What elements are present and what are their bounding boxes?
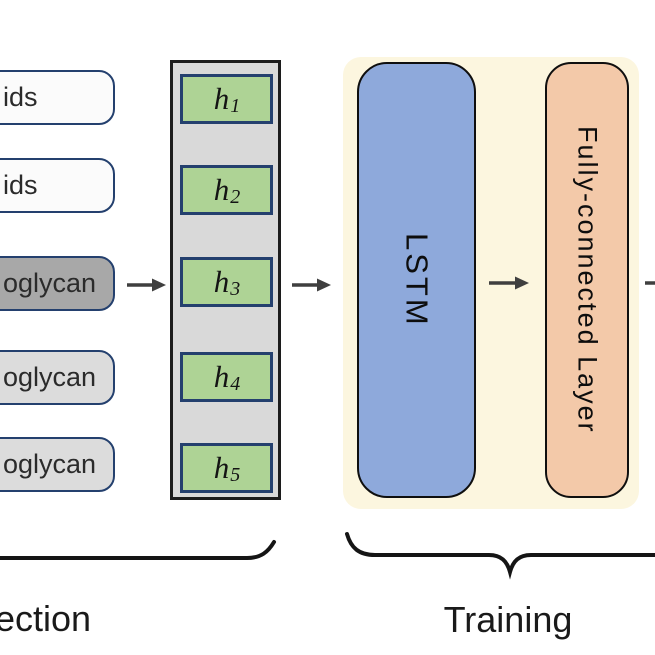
caption-left-partial: ection (0, 598, 92, 639)
input-label: oglycan (3, 449, 97, 479)
fully-connected-label: Fully-connected Layer (572, 126, 603, 434)
lstm-box: LSTM (357, 62, 476, 498)
hidden-label: h (213, 264, 230, 299)
hidden-subscript: 3 (230, 277, 241, 300)
input-box: oglycan (0, 350, 115, 405)
lstm-label: LSTM (399, 232, 435, 328)
caption-training: Training (443, 599, 573, 640)
input-box: oglycan (0, 437, 115, 492)
fully-connected-box: Fully-connected Layer (545, 62, 629, 498)
brace-left (0, 540, 276, 560)
input-box: oglycan (0, 256, 115, 311)
input-label: ids (3, 82, 38, 112)
input-box: ids (0, 158, 115, 213)
arrow-hidden-to-lstm (292, 278, 331, 292)
hidden-subscript: 2 (230, 185, 241, 208)
input-label: ids (3, 170, 38, 200)
hidden-label: h (213, 359, 230, 394)
hidden-label: h (213, 81, 230, 116)
hidden-subscript: 4 (230, 372, 241, 395)
hidden-subscript: 5 (230, 463, 241, 486)
hidden-subscript: 1 (230, 94, 241, 117)
input-box: ids (0, 70, 115, 125)
arrow-input-to-hidden (127, 278, 166, 292)
hidden-label: h (213, 450, 230, 485)
hidden-label: h (213, 172, 230, 207)
input-label: oglycan (3, 362, 97, 392)
input-label: oglycan (3, 268, 97, 298)
brace-right (345, 532, 655, 580)
